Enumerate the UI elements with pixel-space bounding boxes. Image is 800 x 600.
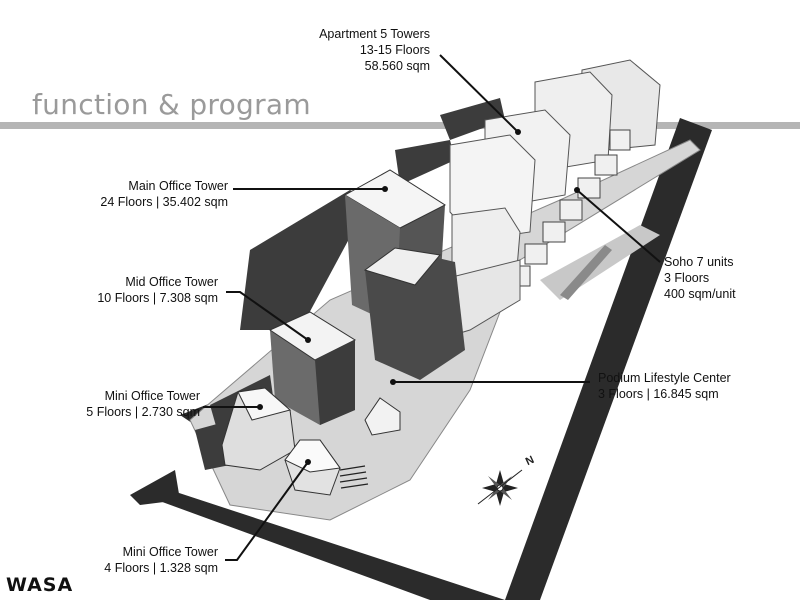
mini-office-tower-5 [221, 387, 296, 471]
mini-office-4-name: Mini Office Tower [122, 545, 218, 559]
label-mid-office-tower: Mid Office Tower 10 Floors | 7.308 sqm [60, 274, 218, 306]
mini-office-tower-4 [284, 439, 341, 496]
apartment-name: Apartment 5 Towers [319, 27, 430, 41]
label-mini-office-tower-5: Mini Office Tower 5 Floors | 2.730 sqm [40, 388, 200, 420]
leader-dots [257, 129, 580, 465]
compass-rose-icon [477, 469, 523, 506]
label-main-office-tower: Main Office Tower 24 Floors | 35.402 sqm [60, 178, 228, 210]
mid-office-details: 10 Floors | 7.308 sqm [97, 291, 218, 305]
second-office-block [363, 247, 465, 380]
mid-office-tower [268, 311, 357, 425]
mini-office-5-details: 5 Floors | 2.730 sqm [86, 405, 200, 419]
leader-lines [203, 54, 661, 561]
soho-area: 400 sqm/unit [664, 287, 736, 301]
label-mini-office-tower-4: Mini Office Tower 4 Floors | 1.328 sqm [60, 544, 218, 576]
title-rule [0, 122, 800, 129]
pavilion [364, 397, 401, 436]
soho-name: Soho 7 units [664, 255, 734, 269]
mini-office-5-name: Mini Office Tower [104, 389, 200, 403]
mini-office-4-details: 4 Floors | 1.328 sqm [104, 561, 218, 575]
podium-name: Podium Lifestyle Center [598, 371, 731, 385]
soho-floors: 3 Floors [664, 271, 710, 285]
apartment-area: 58.560 sqm [364, 59, 430, 73]
plaza-stairs [339, 465, 369, 489]
label-soho: Soho 7 units 3 Floors 400 sqm/unit [664, 254, 784, 302]
label-apartment-towers: Apartment 5 Towers 13-15 Floors 58.560 s… [290, 26, 430, 74]
main-office-name: Main Office Tower [128, 179, 228, 193]
label-podium-lifestyle-center: Podium Lifestyle Center 3 Floors | 16.84… [598, 370, 788, 402]
apartment-floors: 13-15 Floors [359, 43, 430, 57]
main-office-details: 24 Floors | 35.402 sqm [100, 195, 228, 209]
mid-office-name: Mid Office Tower [125, 275, 218, 289]
podium-details: 3 Floors | 16.845 sqm [598, 387, 719, 401]
page-title: function & program [32, 88, 311, 121]
wasa-logo: WASA [6, 574, 74, 596]
